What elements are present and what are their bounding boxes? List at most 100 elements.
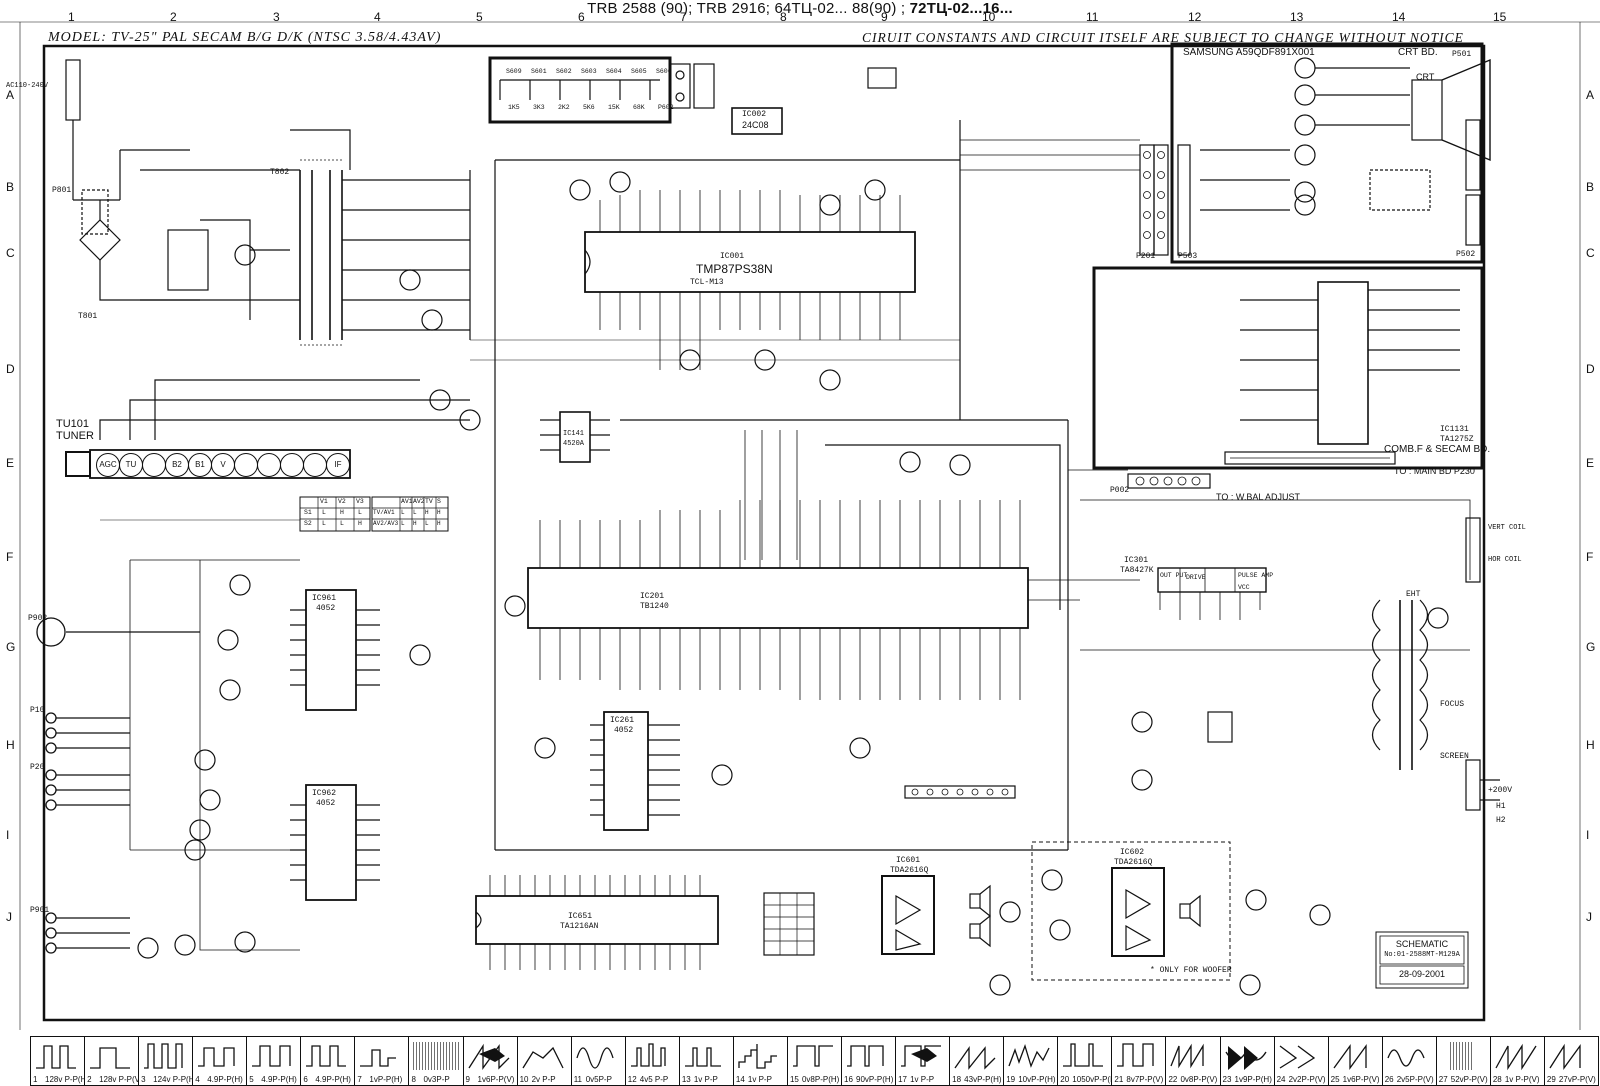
p801-label: P801 (52, 186, 72, 195)
key-switch-label: S605 (631, 68, 647, 75)
ic602-part: TDA2616Q (1114, 858, 1153, 867)
waveform-amplitude: 1v P-P(V) (1504, 1075, 1540, 1084)
ic201-part: TB1240 (640, 602, 669, 611)
ic301-body (1157, 567, 1267, 593)
waveform-number: 16 (844, 1075, 853, 1084)
waveform-amplitude: 10vP-P(H) (1018, 1075, 1056, 1084)
crt-tube-label: SAMSUNG A59QDF891X001 (1183, 47, 1315, 58)
ic962-name: IC962 (312, 789, 337, 798)
key-resistor-label: 68K (633, 104, 645, 111)
waveform-trace (1008, 1043, 1050, 1068)
waveform-amplitude: 0v8P-P(H) (801, 1075, 840, 1084)
grid-row-label: J (6, 910, 12, 924)
ic201-name: IC201 (640, 592, 665, 601)
p902-label: P902 (28, 614, 48, 623)
waveform-number: 12 (627, 1075, 637, 1084)
schematic-stamp-title: SCHEMATIC (1395, 939, 1449, 949)
t802-label: T802 (270, 168, 290, 177)
grid-column-label: 4 (374, 10, 381, 24)
secam-board-frame (1092, 266, 1484, 470)
ic651-name: IC651 (568, 912, 593, 921)
schematic-stamp-date: 28-09-2001 (1398, 969, 1446, 979)
grid-row-label: A (6, 88, 15, 102)
av-table2-cell: L (401, 520, 405, 527)
grid-row-label: I (6, 828, 10, 842)
waveform-number: 4 (195, 1075, 200, 1084)
av-table-cell: S2 (304, 520, 312, 527)
waveform-amplitude: 1v6P-P(V) (1342, 1075, 1380, 1084)
ic001-part: TMP87PS38N (696, 262, 773, 276)
tuner-pin: TU (119, 453, 143, 477)
waveform-number: 8 (411, 1075, 416, 1084)
ic301-part: TA8427K (1120, 566, 1154, 575)
outer-frame (42, 44, 1486, 1022)
ic651-body (475, 895, 719, 945)
waveform-number: 9 (465, 1075, 470, 1084)
ic651-part: TA1216AN (560, 922, 599, 931)
waveform-number: 22 (1168, 1075, 1178, 1084)
ic141-body (559, 411, 591, 463)
av-table2-header: AV2 (413, 498, 425, 505)
ic962-part: 4052 (316, 799, 336, 808)
av-table-header: V3 (356, 498, 364, 505)
grid-column-label: 11 (1086, 10, 1099, 24)
ic002-part: 24C08 (742, 120, 769, 130)
waveform-trace (1170, 1043, 1205, 1069)
key-switch-label: S603 (581, 68, 597, 75)
p10-label: P10 (30, 706, 45, 715)
waveform-trace (901, 1045, 942, 1067)
waveform-number: 11 (573, 1075, 582, 1084)
waveform-amplitude: 1v P-P (693, 1075, 718, 1084)
waveform-trace (412, 1042, 461, 1070)
av-table2-header: TV (425, 498, 433, 505)
ic1131-name: IC1131 (1440, 425, 1469, 434)
waveform-number: 14 (735, 1075, 745, 1084)
key-switch-label: S606 (656, 68, 672, 75)
av-table-cell: S1 (304, 509, 312, 516)
waveform-trace (1333, 1044, 1367, 1070)
av-table2-cell: L (401, 509, 405, 516)
waveform-amplitude: 4.9P-P(H) (207, 1075, 243, 1084)
wbal-label: TO : W.BAL ADJUST (1216, 492, 1301, 502)
vert-coil-label: VERT COIL (1488, 524, 1526, 532)
document-title: TRB 2588 (90); TRB 2916; 64ТЦ-02... 88(9… (0, 0, 1600, 17)
waveform-amplitude: 4v5 P-P (639, 1075, 669, 1084)
tuner-body (89, 449, 351, 479)
waveform-amplitude: 52vP-P(V) (1450, 1075, 1488, 1084)
grid-row-label: C (6, 246, 15, 260)
waveform-trace (36, 1045, 76, 1069)
ic962-body (305, 784, 357, 901)
ic602-body (1111, 867, 1165, 957)
tuner-pin: B1 (188, 453, 212, 477)
waveform-trace (360, 1049, 397, 1067)
tuner-pin (303, 453, 327, 477)
waveform-trace (738, 1044, 777, 1069)
waveform-number: 2 (87, 1075, 92, 1084)
waveform-number: 15 (789, 1075, 799, 1084)
waveform-number: 1 (33, 1075, 38, 1084)
waveform-amplitude: 1v P-P (747, 1075, 772, 1084)
ic301-cell-pulse: PULSE AMP (1238, 572, 1274, 579)
waveform-number: 7 (357, 1075, 362, 1084)
v200-label: +200V (1488, 786, 1513, 795)
grid-column-label: 15 (1493, 10, 1507, 24)
waveform-amplitude: 2v2P-P(V) (1288, 1075, 1326, 1084)
grid-row-label: B (1586, 180, 1595, 194)
change-notice: CIRUIT CONSTANTS AND CIRCUIT ITSELF ARE … (862, 30, 1464, 45)
p20-label: P20 (30, 763, 45, 772)
waveform-number: 13 (681, 1075, 691, 1084)
waveform-trace (144, 1043, 183, 1069)
waveform-number: 27 (1438, 1075, 1448, 1084)
waveform-number: 3 (141, 1075, 146, 1084)
waveform-number: 18 (952, 1075, 962, 1084)
av-table2-header: S (437, 498, 441, 505)
